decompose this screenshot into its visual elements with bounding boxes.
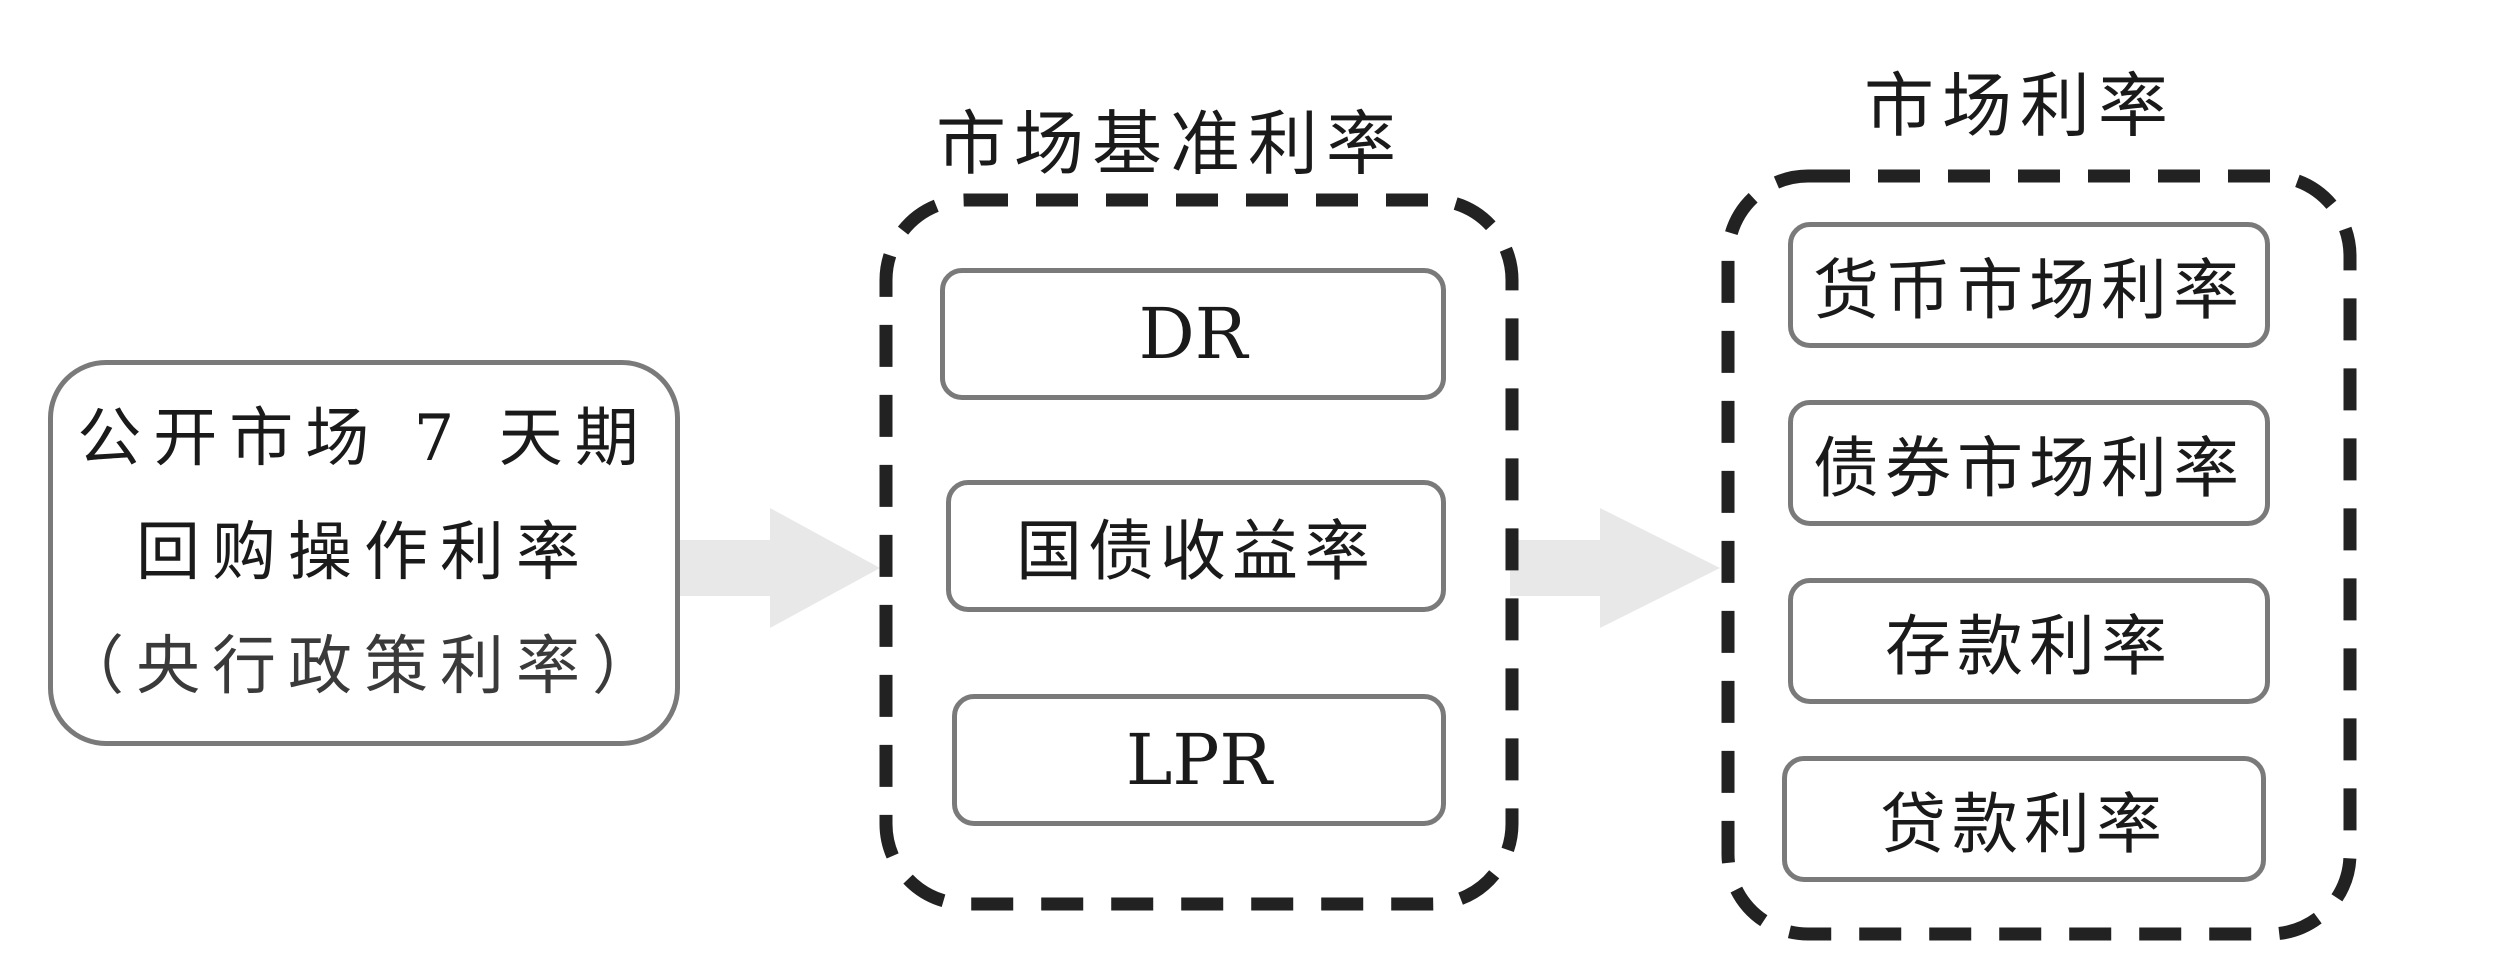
benchmark-item-treasury-yield: 国债收益率 — [946, 480, 1446, 612]
benchmark-item-dr: DR — [940, 268, 1446, 400]
policy-rate-line-2: 回购操作利率 — [136, 516, 592, 590]
market-item-deposit-rate: 存款利率 — [1788, 578, 2270, 704]
arrow-benchmark-to-market — [1510, 508, 1720, 628]
benchmark-group-frame — [879, 193, 1519, 911]
market-group-frame — [1721, 169, 2357, 941]
market-group-title: 市场利率 — [1864, 65, 2176, 147]
market-item-loan-rate: 贷款利率 — [1782, 756, 2266, 882]
benchmark-item-lpr: LPR — [952, 694, 1446, 826]
market-item-money-market-rate: 货币市场利率 — [1788, 222, 2270, 348]
policy-rate-box: 公开市场 7 天期 回购操作利率 （央行政策利率） — [48, 360, 680, 746]
policy-rate-line-3: （央行政策利率） — [60, 630, 668, 704]
arrow-source-to-benchmark — [680, 508, 880, 628]
market-item-bond-market-rate: 债券市场利率 — [1788, 400, 2270, 526]
policy-rate-line-1: 公开市场 7 天期 — [77, 402, 651, 476]
benchmark-group-title: 市场基准利率 — [936, 103, 1404, 185]
